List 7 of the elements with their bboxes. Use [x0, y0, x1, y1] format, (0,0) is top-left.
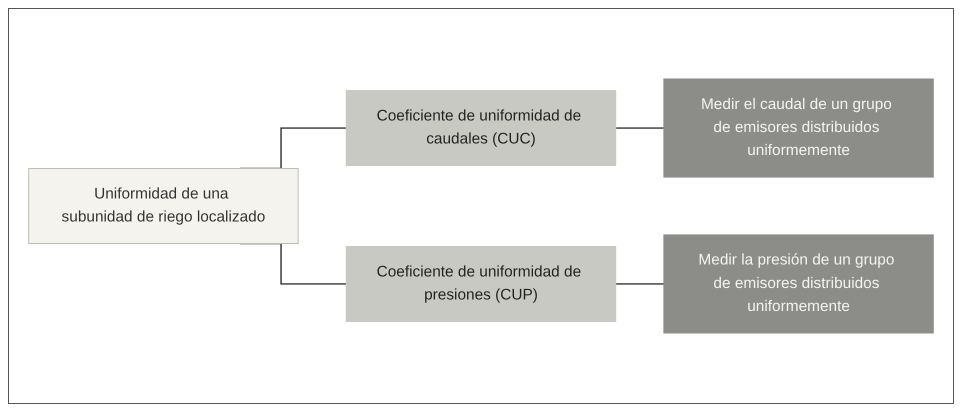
node-box: Coeficiente de uniformidad de presiones (CUP) — [346, 246, 616, 322]
connector — [616, 283, 664, 285]
node-box: Medir el caudal de un grupo de emisores distribuidos uniformemente — [663, 78, 934, 178]
node-box: Medir la presión de un grupo de emisores distribuidos uniformemente — [663, 234, 934, 334]
node-box: Uniformidad de una subunidad de riego localizado — [28, 168, 299, 244]
node-box: Coeficiente de uniformidad de caudales (CUC) — [346, 90, 616, 166]
connector — [616, 127, 664, 129]
